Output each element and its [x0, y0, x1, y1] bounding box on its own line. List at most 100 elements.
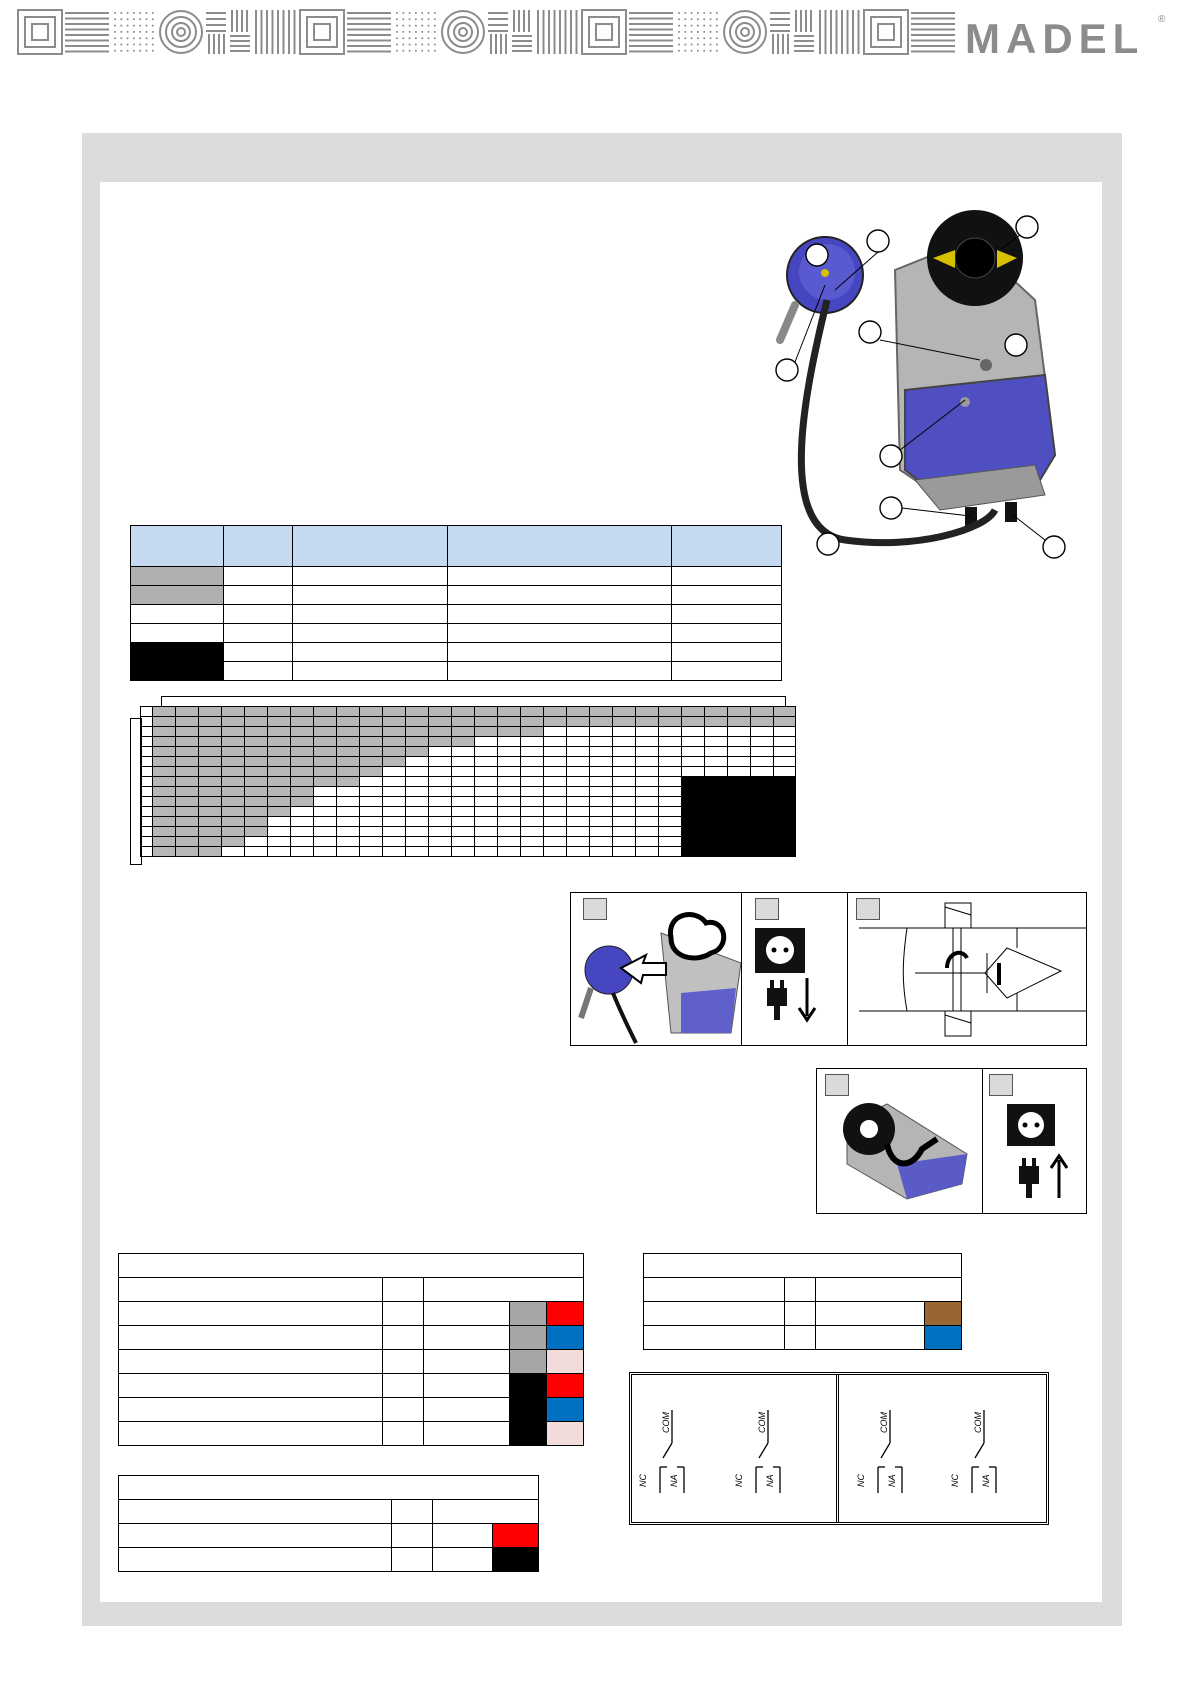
switch-contact-symbol: [659, 1410, 685, 1493]
wire-color-swatch: [491, 1547, 540, 1572]
table-title-row: [117, 1253, 585, 1278]
step-label-box: [856, 898, 880, 920]
wiring-table-power: [642, 1253, 963, 1350]
wiring-table-aux: [118, 1475, 540, 1572]
registered-mark: ®: [1158, 14, 1166, 25]
switch-contact-symbol: [971, 1410, 997, 1493]
header-pattern-tile: [347, 12, 391, 53]
table-row: [118, 1397, 585, 1422]
matrix-row: [140, 806, 796, 817]
wire-color-swatch: [923, 1301, 963, 1326]
actuator-rotation-illustration: [843, 1103, 968, 1200]
header-pattern-tile: [65, 12, 109, 53]
matrix-row: [140, 746, 796, 757]
actuator-illustration: [775, 210, 1066, 559]
header-pattern-tile: [629, 12, 673, 53]
contact-na-label: NA: [981, 1474, 991, 1487]
setup-steps-panel: [816, 1068, 1087, 1214]
matrix-row: [140, 786, 796, 797]
header-pattern-tile: [206, 10, 250, 54]
wire-color-swatch: [545, 1325, 585, 1350]
switch-contact-symbol: [877, 1410, 903, 1493]
wire-color-swatch: [923, 1325, 963, 1350]
contact-com-label: COM: [973, 1412, 983, 1434]
switch-contact-symbol: [755, 1410, 781, 1493]
header-pattern-tile: [114, 12, 154, 52]
table-title-row: [118, 1475, 539, 1500]
contact-com-label: COM: [757, 1412, 767, 1434]
header-pattern-tile: [581, 9, 627, 55]
table-row: [118, 1373, 585, 1398]
matrix-row: [140, 836, 796, 847]
header-pattern-tile: [441, 10, 485, 54]
table-title-row: [643, 1253, 962, 1278]
brand-logo: MADEL: [965, 15, 1144, 62]
table-row: [130, 642, 782, 681]
table-row: [118, 1523, 540, 1548]
table-row: [642, 1301, 963, 1326]
matrix-row: [140, 796, 796, 807]
installation-steps-panel: [570, 892, 1087, 1046]
table-row: [118, 1301, 585, 1326]
table-header-row: [118, 1499, 540, 1524]
table-row: [118, 1421, 585, 1446]
header-pattern-tile: [863, 9, 909, 55]
step-label-box: [989, 1074, 1013, 1096]
step-label-box: [583, 898, 607, 920]
matrix-row: [140, 736, 796, 747]
knob-removal-illustration: [578, 912, 741, 1044]
matrix-row: [140, 826, 796, 837]
header-pattern-tile: [537, 10, 578, 54]
plug-in-icon: [1007, 1104, 1069, 1198]
wire-color-swatch: [545, 1301, 585, 1326]
header-pattern-tile: [678, 12, 718, 52]
contact-na-label: NA: [669, 1474, 679, 1487]
wire-color-swatch: [491, 1523, 540, 1548]
header-pattern-tile: [299, 9, 345, 55]
table-row: [118, 1325, 585, 1350]
contact-com-label: COM: [661, 1412, 671, 1434]
wire-color-swatch: [545, 1421, 585, 1446]
contact-nc-label: NC: [856, 1474, 866, 1487]
matrix-row: [140, 706, 796, 717]
matrix-row: [140, 846, 796, 857]
wire-color-swatch: [545, 1397, 585, 1422]
selection-matrix: [140, 706, 796, 857]
header-pattern-tile: [770, 10, 814, 54]
unplug-icon: [755, 928, 817, 1023]
wiring-table-main: [117, 1253, 585, 1446]
matrix-row: [140, 776, 796, 787]
contact-na-label: NA: [887, 1474, 897, 1487]
table-row: [130, 604, 782, 624]
header-pattern-tile: [255, 10, 296, 54]
table-row: [130, 623, 782, 643]
matrix-row: [140, 766, 796, 777]
function-table: [130, 525, 782, 681]
table-row: [130, 566, 782, 586]
matrix-row: [140, 816, 796, 827]
header-pattern-tile: [723, 10, 767, 54]
table-row: [118, 1547, 540, 1572]
contact-na-label: NA: [765, 1474, 775, 1487]
contact-nc-label: NC: [734, 1474, 744, 1487]
table-row: [642, 1325, 963, 1350]
header-pattern-band: MADEL ®: [17, 9, 1166, 62]
step-label-box: [755, 898, 779, 920]
contact-com-label: COM: [879, 1412, 889, 1434]
duct-damper-diagram: [859, 902, 1086, 1037]
matrix-header-bar: [161, 696, 786, 707]
contact-nc-label: NC: [638, 1474, 648, 1487]
matrix-row: [140, 756, 796, 767]
table-row: [131, 661, 782, 681]
header-pattern-tile: [488, 10, 532, 54]
matrix-row: [140, 726, 796, 737]
header-pattern-tile: [911, 12, 955, 53]
table-header-row: [642, 1277, 963, 1302]
table-row: [130, 585, 782, 605]
wire-color-swatch: [545, 1373, 585, 1398]
wire-color-swatch: [545, 1349, 585, 1374]
table-header-row: [118, 1277, 585, 1302]
header-pattern-tile: [396, 12, 436, 52]
header-pattern-tile: [159, 10, 203, 54]
